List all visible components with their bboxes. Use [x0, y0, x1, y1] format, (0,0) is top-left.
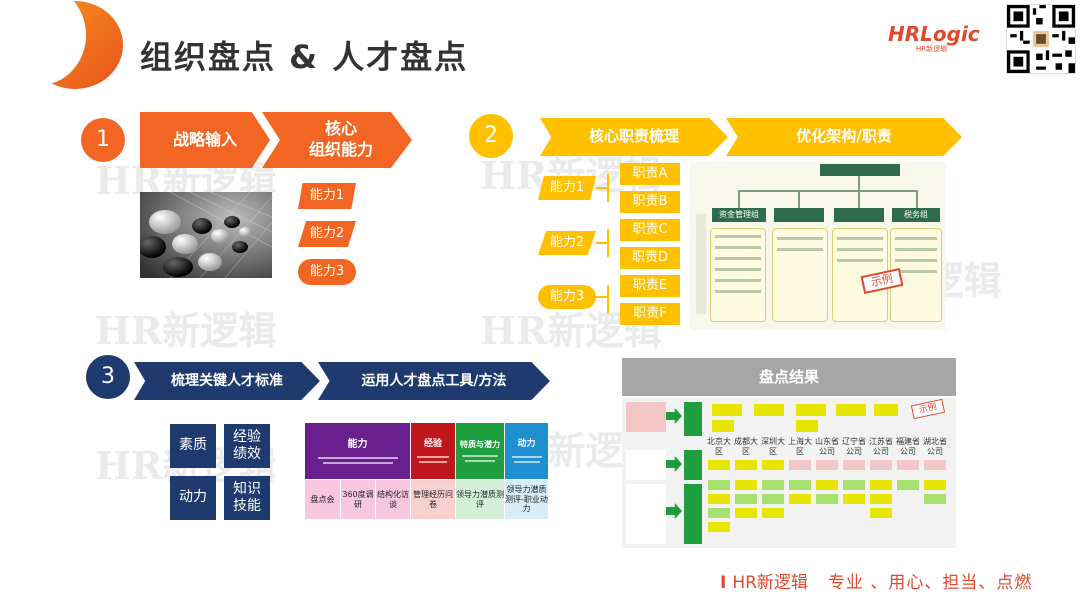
result-header: 盘点结果: [622, 358, 956, 396]
table-header-ability: 能力: [305, 423, 410, 479]
connector: [596, 187, 608, 189]
footer-text: 专业 、用心、担当、点燃: [827, 573, 1033, 593]
step-number-3: 3: [86, 355, 130, 399]
org-detail: [772, 228, 828, 322]
criterion-experience: 经验绩效: [224, 424, 270, 468]
capability-2-chip: 能力2: [298, 221, 356, 247]
watermark: HR新逻辑: [95, 308, 277, 353]
region-label: 辽宁省公司: [842, 437, 866, 456]
arrow-right-icon: [666, 456, 682, 472]
optimize-structure-arrow: 优化架构/职责: [726, 118, 962, 156]
key-talent-standard-arrow: 梳理关键人才标准: [134, 362, 320, 400]
org-chart-panel: 资金管理组 税务组 示例: [690, 162, 946, 330]
org-detail: [832, 228, 888, 322]
arrow-right-icon: [666, 503, 682, 519]
criterion-knowledge: 知识技能: [224, 476, 270, 520]
tool-360-survey: 360度调研: [341, 480, 375, 519]
region-label: 福建省公司: [896, 437, 920, 456]
tool-review-meeting: 盘点会: [305, 480, 340, 519]
arrow-right-icon: [666, 408, 682, 424]
footer-brand: HR新逻辑: [732, 573, 808, 593]
result-grid: 示例 北京大区 成都大区 深圳大区 上海大区 山东省公司 辽宁省公司 江苏省公司…: [622, 398, 956, 548]
corner-decoration: [0, 0, 123, 89]
brand-logo: HRLogic HR新逻辑: [888, 22, 980, 53]
capability-1-chip: 能力1: [298, 183, 356, 209]
region-label: 山东省公司: [815, 437, 839, 456]
org-box-funds: 资金管理组: [712, 208, 766, 222]
go-board-image: [140, 192, 272, 278]
core-duty-review-arrow: 核心职责梳理: [540, 118, 728, 156]
duty-b: 职责B: [620, 191, 680, 213]
connector: [607, 285, 609, 313]
org-box: [774, 208, 824, 222]
capability-3-chip: 能力3: [298, 259, 356, 285]
connector: [607, 174, 609, 202]
connector: [596, 296, 608, 298]
qr-code-icon: [1006, 4, 1076, 74]
region-label: 湖北省公司: [923, 437, 947, 456]
connector: [607, 229, 609, 257]
region-label: 北京大区: [707, 437, 731, 456]
duty-c: 职责C: [620, 219, 680, 241]
criterion-quality: 素质: [170, 424, 216, 468]
duty-f: 职责F: [620, 303, 680, 325]
strategy-input-arrow: 战略输入: [140, 112, 270, 168]
duty-capability-1: 能力1: [538, 176, 596, 200]
core-org-capability-arrow: 核心组织能力: [262, 112, 412, 168]
duty-a: 职责A: [620, 163, 680, 185]
tool-motivation-assessment: 领导力潜质测评-职业动力: [505, 480, 548, 519]
tool-management-questionnaire: 管理经历问卷: [411, 480, 455, 519]
region-label: 上海大区: [788, 437, 812, 456]
talent-tool-arrow: 运用人才盘点工具/方法: [318, 362, 550, 400]
table-header-potential: 特质与潜力: [456, 423, 504, 479]
table-header-experience: 经验: [411, 423, 455, 479]
tool-potential-assessment: 领导力潜质测评: [456, 480, 504, 519]
region-label: 深圳大区: [761, 437, 785, 456]
duty-capability-2: 能力2: [538, 231, 596, 255]
step-number-1: 1: [81, 118, 125, 162]
region-label: 江苏省公司: [869, 437, 893, 456]
connector: [596, 242, 608, 244]
step-number-2: 2: [469, 114, 513, 158]
org-box-tax: 税务组: [892, 208, 940, 222]
org-detail: [710, 228, 766, 322]
table-header-motivation: 动力: [505, 423, 548, 479]
duty-e: 职责E: [620, 275, 680, 297]
methods-table: 能力 经验 特质与潜力 动力 盘点会 360度调研 结构化访谈 管理经历问卷 领…: [305, 423, 548, 519]
duty-capability-3: 能力3: [538, 285, 596, 309]
page-title: 组织盘点 & 人才盘点: [140, 38, 469, 76]
org-box: [834, 208, 884, 222]
criterion-motivation: 动力: [170, 476, 216, 520]
duty-d: 职责D: [620, 247, 680, 269]
region-label: 成都大区: [734, 437, 758, 456]
tool-structured-interview: 结构化访谈: [376, 480, 410, 519]
result-example-stamp: 示例: [910, 398, 946, 420]
